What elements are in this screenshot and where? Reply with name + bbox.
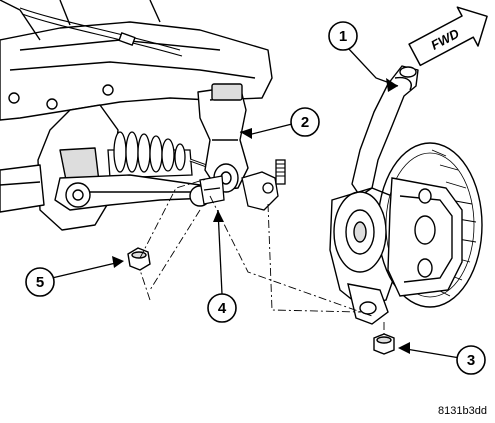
svg-text:4: 4: [218, 300, 227, 317]
callout-5: 5: [25, 267, 55, 297]
stabilizer-link: [199, 175, 225, 205]
callout-4: 4: [207, 293, 237, 323]
brake-rotor-hub: [329, 142, 483, 325]
fwd-arrow-icon: [408, 6, 488, 67]
fwd-arrow: FWD: [408, 6, 488, 67]
leader-arrowheads: [112, 78, 410, 354]
lower-control-arm: [54, 174, 211, 211]
callout-1: 1: [328, 21, 358, 51]
frame-rail: [0, 104, 119, 231]
nut-tie-rod: [127, 247, 151, 271]
callout-3: 3: [456, 345, 486, 375]
steering-rack: [107, 131, 241, 180]
nut-lower-ball-joint: [373, 333, 395, 355]
figure-code: 8131b3dd: [438, 405, 487, 417]
steering-knuckle: [351, 65, 419, 197]
ball-joint-stud: [241, 159, 286, 211]
svg-text:5: 5: [36, 274, 44, 291]
leader-4: [217, 209, 223, 295]
svg-text:2: 2: [301, 114, 309, 131]
rack-boot: [113, 131, 186, 173]
svg-text:3: 3: [467, 352, 475, 369]
callout-2: 2: [290, 107, 320, 137]
upper-control-arm: [197, 83, 249, 193]
svg-text:1: 1: [339, 28, 347, 45]
leader-5: [51, 261, 121, 279]
